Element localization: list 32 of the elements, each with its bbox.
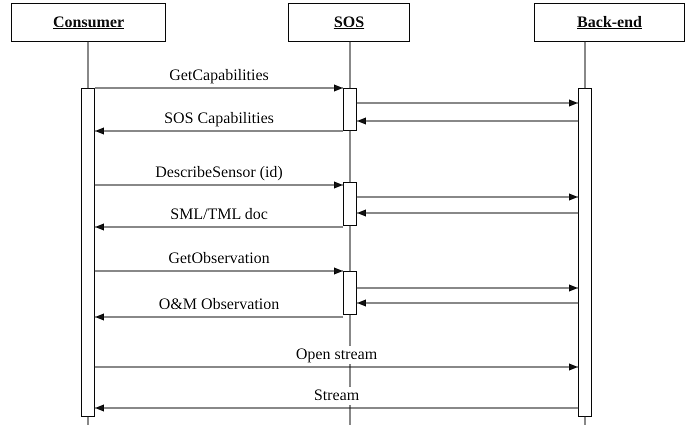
message-arrow (94, 404, 578, 412)
message-label: SOS Capabilities (162, 110, 276, 128)
message-label: DescribeSensor (id) (153, 164, 285, 182)
lifeline-header-box (11, 3, 166, 42)
participant-name: Back-end (577, 14, 642, 32)
message-arrow (94, 127, 344, 135)
message-label: Stream (312, 387, 362, 405)
lifeline (584, 416, 586, 425)
lifeline (584, 42, 586, 88)
lifeline-header-box (534, 3, 685, 42)
participant-name: SOS (334, 14, 364, 32)
message-arrow (94, 363, 578, 371)
message-label: Open stream (294, 346, 380, 364)
lifeline-header-box (288, 3, 410, 42)
message-arrow (94, 267, 344, 275)
message-arrow (356, 193, 578, 201)
message-arrow (356, 299, 578, 307)
activation-bar (343, 271, 357, 315)
activation-bar (343, 182, 357, 226)
activation-bar (578, 88, 592, 417)
activation-bar (81, 88, 95, 417)
message-arrow (94, 313, 344, 321)
message-arrow (356, 117, 578, 125)
message-arrow (94, 84, 344, 92)
activation-bar (343, 88, 357, 131)
message-arrow (356, 99, 578, 107)
message-arrow (94, 223, 344, 231)
participant-name: Consumer (52, 14, 124, 32)
message-arrow (356, 209, 578, 217)
message-arrow (356, 284, 578, 292)
message-label: GetCapabilities (167, 67, 271, 85)
message-arrow (94, 181, 344, 189)
